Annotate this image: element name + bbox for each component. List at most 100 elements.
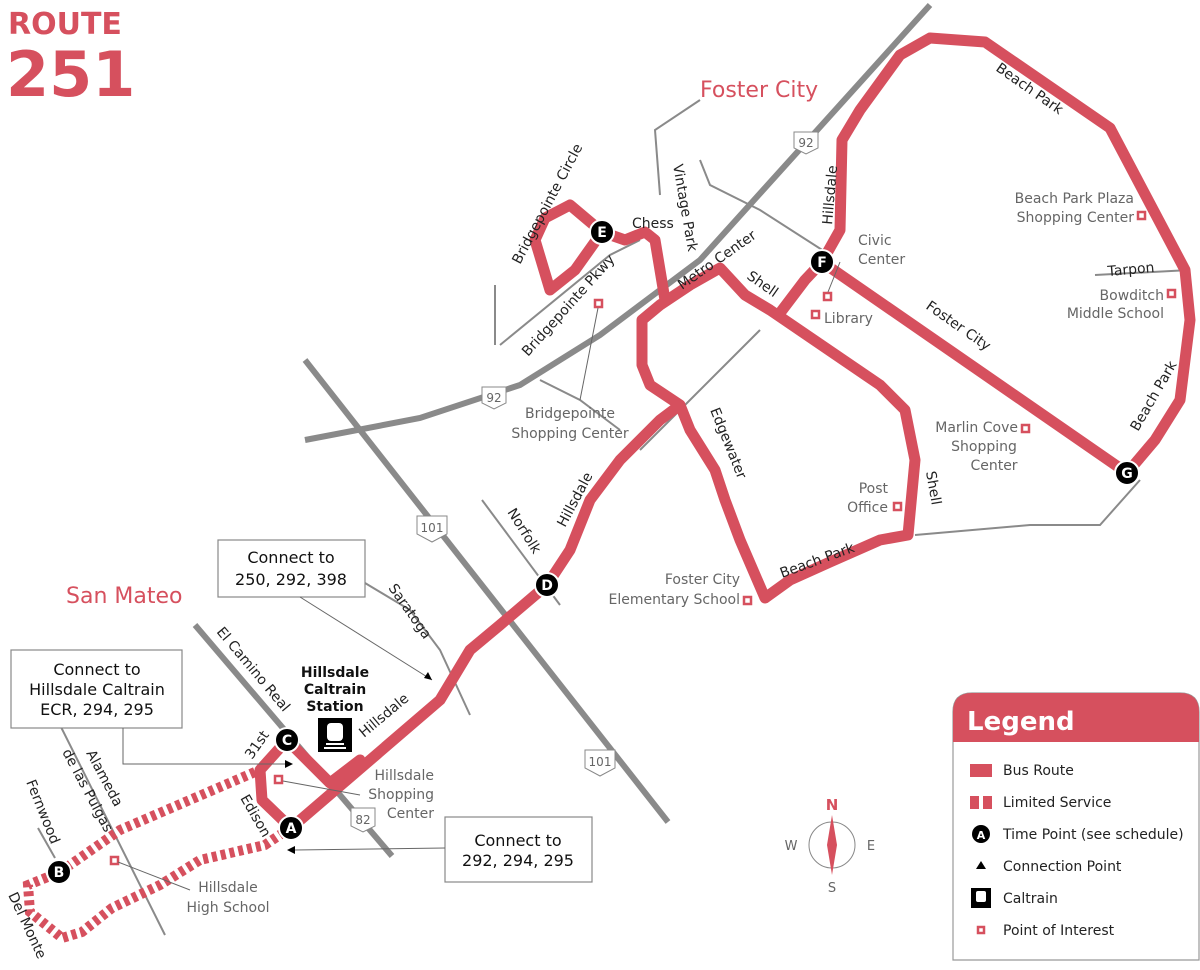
svg-text:Hillsdale: Hillsdale — [375, 768, 434, 784]
street-label: Tarpon — [1106, 260, 1155, 280]
svg-text:A: A — [286, 821, 297, 837]
svg-text:Shopping Center: Shopping Center — [1017, 210, 1135, 226]
svg-text:Caltrain: Caltrain — [1003, 891, 1058, 907]
svg-text:Bowditch: Bowditch — [1100, 288, 1164, 304]
time-point-c: C — [274, 727, 300, 753]
hwy-92-shield: 92 — [793, 131, 819, 155]
svg-text:G: G — [1121, 466, 1133, 482]
svg-text:S: S — [828, 881, 836, 896]
svg-text:Beach Park Plaza: Beach Park Plaza — [1015, 191, 1134, 207]
poi-civic-center: Civic Center — [822, 233, 905, 302]
time-point-b: B — [46, 859, 72, 885]
poi-marlin-cove: Marlin Cove Shopping Center — [935, 420, 1031, 474]
side-road-2 — [639, 329, 761, 451]
svg-text:Marlin Cove: Marlin Cove — [935, 420, 1018, 436]
time-point-f: F — [809, 249, 835, 275]
street-label: Norfolk — [504, 506, 545, 558]
svg-text:Foster City: Foster City — [665, 572, 740, 588]
connection-point-icon — [976, 861, 986, 869]
poi-foster-city-elementary: Foster City Elementary School — [608, 572, 753, 608]
street-label: Saratoga — [385, 581, 434, 642]
svg-text:E: E — [867, 839, 875, 854]
svg-text:Shopping: Shopping — [951, 439, 1017, 455]
svg-text:Time Point (see schedule): Time Point (see schedule) — [1002, 827, 1184, 843]
street-label: Beach Park — [1128, 358, 1181, 434]
svg-text:101: 101 — [589, 755, 612, 769]
legend-title: Legend — [967, 707, 1075, 737]
connection-box-3: Connect to 292, 294, 295 — [287, 816, 593, 883]
bridgepointe-road — [494, 239, 641, 346]
tarpon-road — [1094, 269, 1191, 276]
svg-text:92: 92 — [486, 391, 501, 405]
svg-text:Middle School: Middle School — [1067, 306, 1164, 322]
svg-text:A: A — [977, 829, 986, 842]
poi-bridgepointe-sc: Bridgepointe Shopping Center — [511, 298, 629, 442]
svg-text:292, 294, 295: 292, 294, 295 — [462, 851, 574, 870]
poi-hillsdale-sc: Hillsdale Shopping Center — [273, 768, 434, 822]
svg-text:82: 82 — [355, 813, 370, 827]
city-san-mateo: San Mateo — [66, 584, 182, 609]
roads — [37, 2, 1191, 936]
svg-text:Caltrain: Caltrain — [304, 682, 366, 698]
points-of-interest: Beach Park Plaza Shopping Center Civic C… — [109, 191, 1177, 916]
highway-92 — [304, 2, 933, 443]
city-foster-city: Foster City — [700, 78, 818, 103]
bus-route — [254, 32, 1196, 834]
street-label: Vintage Park — [669, 163, 700, 254]
time-point-e: E — [589, 219, 615, 245]
hwy-101-shield: 101 — [416, 515, 448, 543]
svg-text:Center: Center — [387, 806, 434, 822]
svg-text:101: 101 — [421, 521, 444, 535]
svg-text:Connection Point: Connection Point — [1003, 859, 1122, 875]
compass: N S E W — [785, 796, 876, 896]
svg-text:Bus Route: Bus Route — [1003, 763, 1074, 779]
point-of-interest-icon — [976, 925, 986, 935]
svg-text:Connect to: Connect to — [247, 548, 334, 567]
street-label: Shell — [922, 470, 944, 506]
svg-text:250, 292, 398: 250, 292, 398 — [235, 570, 347, 589]
svg-text:High School: High School — [186, 900, 269, 916]
svg-text:92: 92 — [798, 136, 813, 150]
limited-service-route — [22, 767, 290, 944]
highway-101 — [302, 358, 671, 824]
poi-bowditch: Bowditch Middle School — [1067, 288, 1177, 322]
svg-text:ECR, 294, 295: ECR, 294, 295 — [40, 700, 154, 719]
street-label: Chess — [632, 216, 674, 232]
route-word: ROUTE — [8, 7, 122, 42]
metro-road — [699, 159, 831, 256]
hwy-82-shield: 82 — [350, 807, 376, 833]
svg-text:Center: Center — [970, 458, 1017, 474]
connection-box-2: Connect to Hillsdale Caltrain ECR, 294, … — [10, 649, 293, 768]
fernwood-road — [37, 827, 56, 859]
poi-post-office: Post Office — [847, 481, 903, 516]
vintage-road — [653, 99, 701, 196]
svg-text:Elementary School: Elementary School — [608, 592, 740, 608]
time-point-icon — [972, 825, 990, 843]
side-road — [539, 379, 621, 431]
highway-shields: 92 92 101 101 82 — [350, 131, 819, 833]
legend: Legend Bus Route Limited Service A Time … — [952, 692, 1200, 961]
svg-text:Hillsdale Caltrain: Hillsdale Caltrain — [29, 680, 165, 699]
svg-text:Center: Center — [858, 252, 905, 268]
caltrain-icon — [318, 718, 352, 752]
street-label: Foster City — [923, 298, 994, 354]
street-label: Hillsdale — [820, 165, 841, 226]
svg-text:Limited Service: Limited Service — [1003, 795, 1111, 811]
poi-beach-park-plaza: Beach Park Plaza Shopping Center — [1015, 191, 1147, 226]
svg-text:Bridgepointe: Bridgepointe — [525, 406, 615, 422]
bus-route-swatch — [970, 764, 992, 777]
svg-text:C: C — [282, 733, 292, 749]
poi-hillsdale-hs: Hillsdale High School — [109, 855, 270, 916]
caltrain-station: Hillsdale Caltrain Station — [301, 665, 369, 752]
svg-text:N: N — [826, 796, 839, 814]
route-number: 251 — [6, 38, 135, 111]
caltrain-icon — [971, 888, 991, 908]
svg-text:Office: Office — [847, 500, 888, 516]
svg-text:Point of Interest: Point of Interest — [1003, 923, 1115, 939]
svg-text:Library: Library — [824, 311, 873, 327]
limited-service-swatch — [970, 796, 979, 809]
svg-text:D: D — [541, 578, 553, 594]
compass-needle-icon — [827, 815, 837, 875]
svg-text:Connect to: Connect to — [53, 660, 140, 679]
